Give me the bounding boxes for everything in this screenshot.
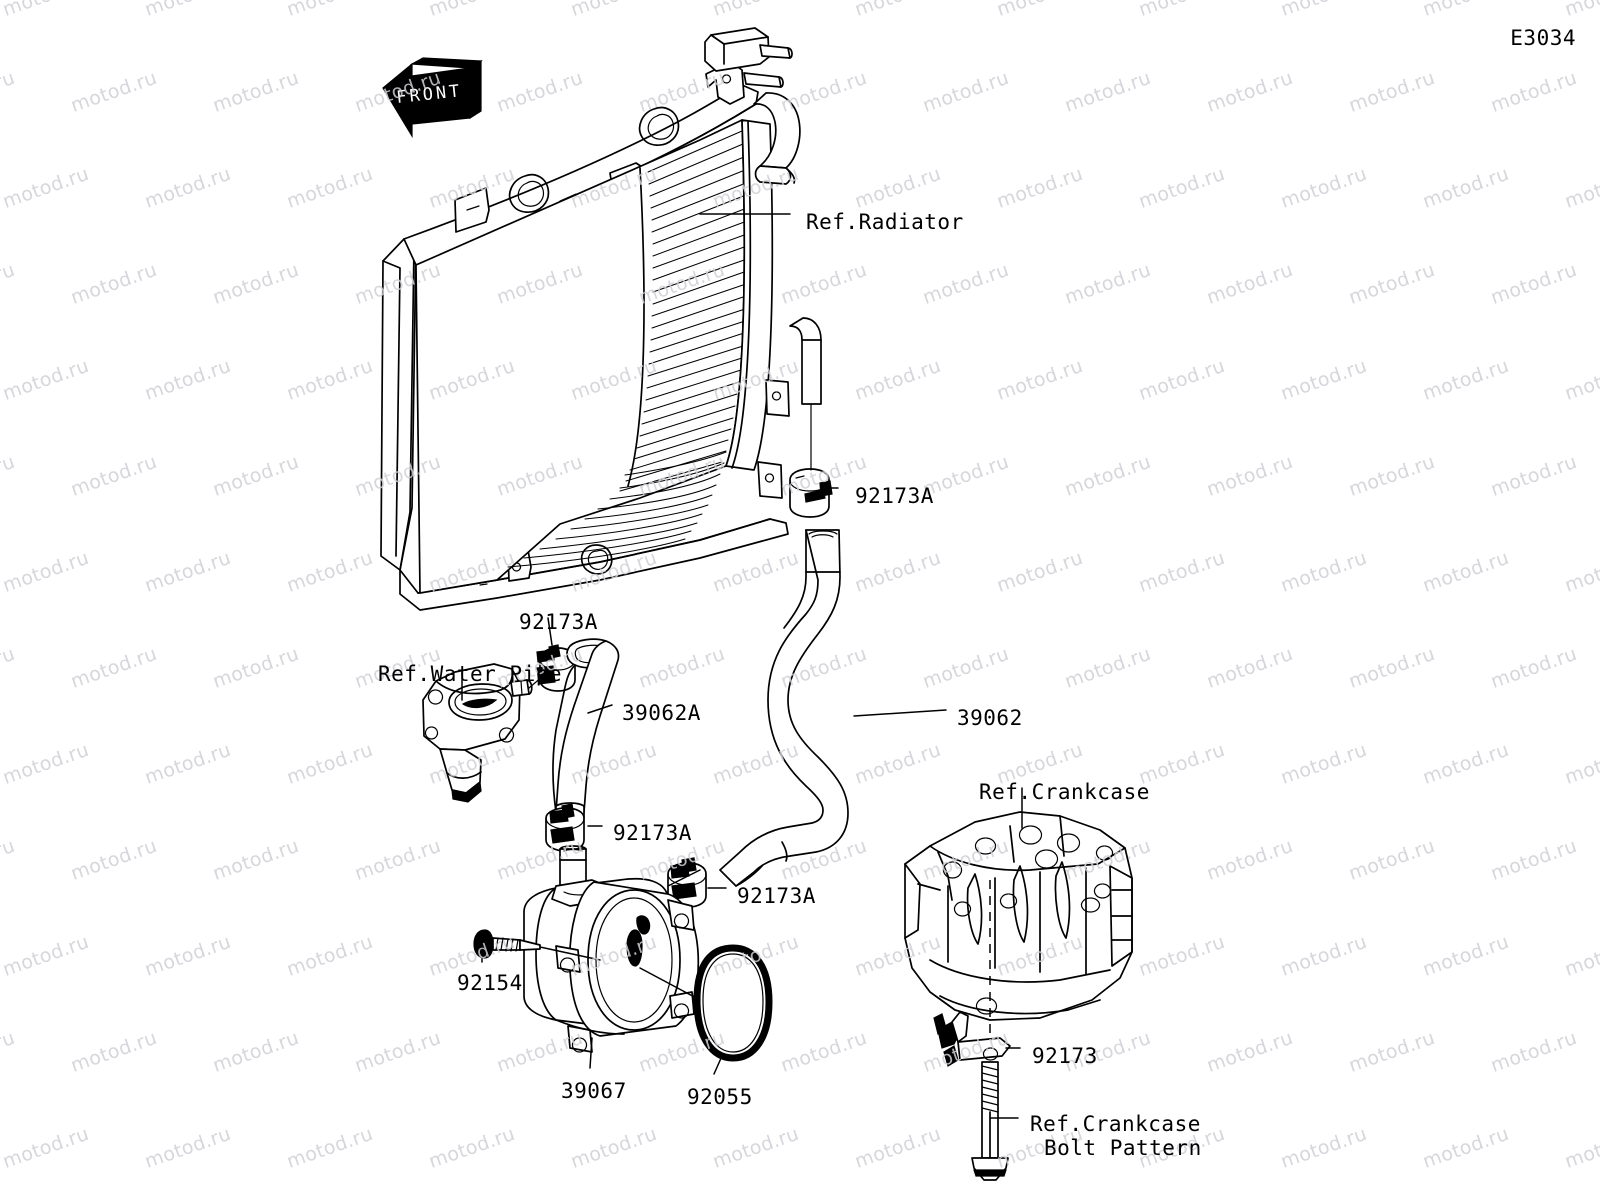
bolt-92154: [473, 929, 541, 959]
label-ref-radiator: Ref.Radiator: [806, 210, 964, 234]
label-ref-crankcase: Ref.Crankcase: [979, 780, 1150, 804]
label-bolt-92154: 92154: [457, 971, 523, 995]
label-hose-39062a: 39062A: [622, 701, 701, 725]
sheet-code: E3034: [1510, 26, 1576, 50]
label-clamp-top: 92173A: [855, 484, 934, 508]
leader-39067: [589, 1037, 593, 1069]
label-clamp-92173: 92173: [1032, 1044, 1098, 1068]
label-clamp-pump-top: 92173A: [613, 821, 692, 845]
leader-clamp-waterpipe: [547, 617, 553, 646]
leader-clampside-to-boss: [667, 869, 701, 887]
water-pump-39067: [523, 845, 700, 1053]
leader-39062a: [587, 704, 613, 714]
radiator-assembly: [380, 27, 822, 611]
clamp-92173a-pump-top: [545, 803, 585, 852]
front-arrow-icon: FRONT: [382, 57, 483, 139]
leader-bolt-to-pump: [539, 946, 601, 961]
radiator-fins-lower: [507, 451, 727, 568]
ref-water-pipe-part: [422, 663, 533, 803]
leader-lines: [461, 213, 1023, 1119]
leader-pump-to-flange: [639, 967, 701, 1001]
label-clamp-pump-side: 92173A: [737, 884, 816, 908]
waterpipe-clamp-axis: [528, 675, 544, 689]
crankcase-bolt: [971, 1061, 1009, 1181]
clamp-92173a-pump-side: [667, 857, 707, 908]
hose-39062: [719, 529, 849, 887]
o-ring-92055: [693, 944, 773, 1062]
clamp-92173a-upper: [789, 468, 833, 518]
label-oring-92055: 92055: [687, 1085, 753, 1109]
leader-39062: [853, 709, 947, 717]
label-ref-crankcase-bolt-1: Ref.Crankcase: [1030, 1112, 1201, 1136]
leader-92055: [713, 1055, 723, 1075]
label-ref-crankcase-bolt-2: Bolt Pattern: [1044, 1136, 1202, 1160]
label-pump-39067: 39067: [561, 1079, 627, 1103]
crankcase-assembly: [904, 811, 1133, 1021]
label-clamp-waterpipe: 92173A: [519, 610, 598, 634]
label-ref-water-pipe: Ref.Water Pipe: [378, 662, 563, 686]
clamp-92173: [933, 1011, 1011, 1067]
label-hose-39062: 39062: [957, 706, 1023, 730]
